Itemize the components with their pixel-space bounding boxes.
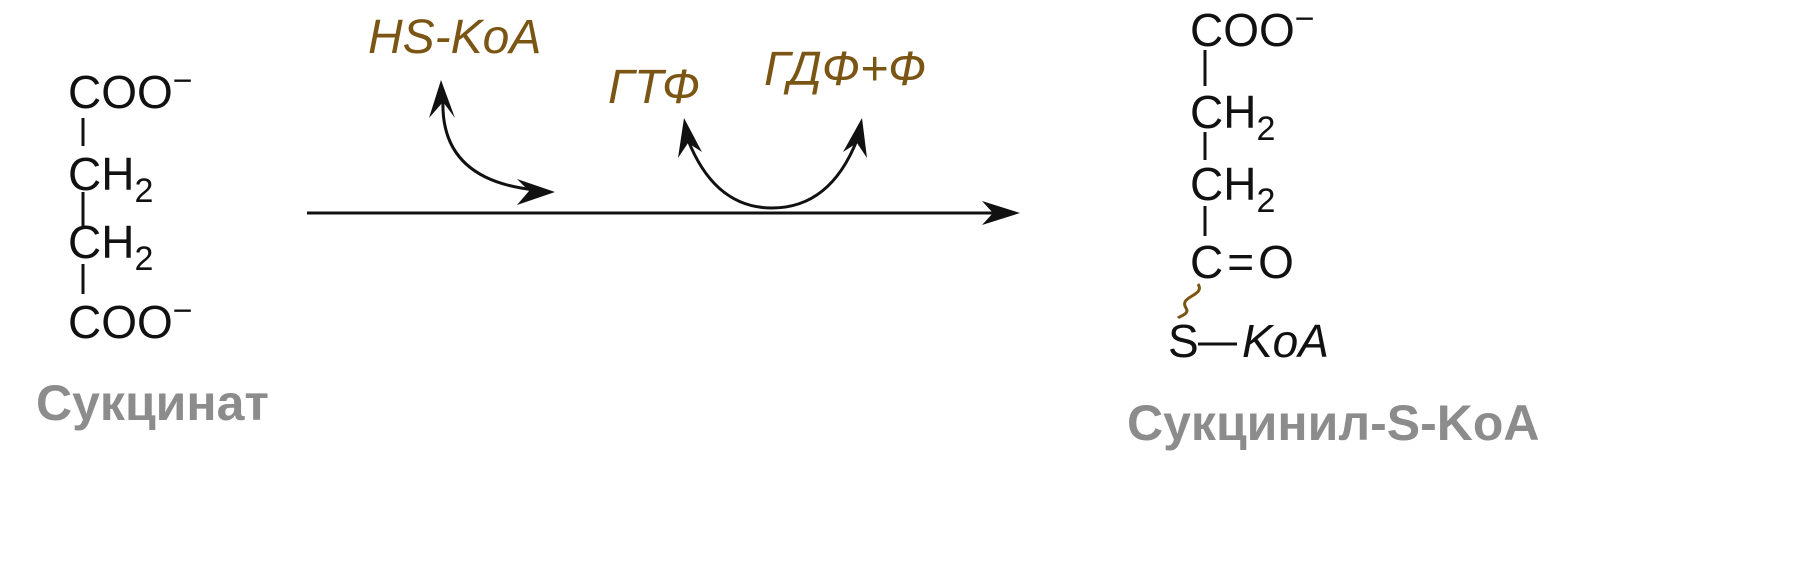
substrate-ch2-b: CH2	[68, 216, 153, 278]
product-carboxyl: COO−	[1190, 0, 1315, 56]
product-name: Сукцинил-S-KoA	[1127, 395, 1540, 451]
main-reaction-arrow	[307, 201, 1020, 225]
substrate-name: Сукцинат	[36, 375, 269, 431]
thioester-wavy-bond	[1176, 283, 1201, 320]
succinyl-coa-structure: COO− CH2 CH2 C=O S KoA	[1168, 0, 1329, 367]
gtp-gdp-curved-arrow	[678, 118, 867, 210]
substrate-ch2-a: CH2	[68, 148, 153, 210]
cofactor-gdp-p: ГДФ+Ф	[764, 43, 926, 96]
hs-koa-curved-arrow	[429, 80, 555, 205]
product-carbonyl: C=O	[1190, 236, 1294, 288]
product-sulfur: S	[1168, 315, 1199, 367]
product-coa: KoA	[1242, 315, 1329, 367]
succinate-structure: COO− CH2 CH2 COO−	[68, 62, 193, 348]
cofactor-hs-koa: HS-KoA	[368, 11, 541, 64]
substrate-carboxyl-top: COO−	[68, 62, 193, 118]
product-ch2-b: CH2	[1190, 158, 1275, 220]
cofactor-gtp: ГТФ	[608, 61, 700, 114]
substrate-carboxyl-bottom: COO−	[68, 292, 193, 348]
product-ch2-a: CH2	[1190, 86, 1275, 148]
